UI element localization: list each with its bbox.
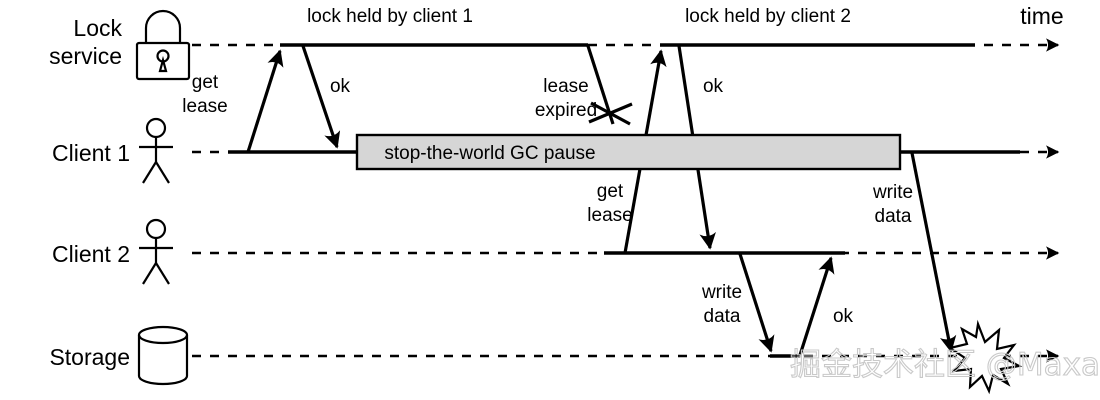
lane-label-client-2: Client 2 [52,241,130,267]
lane-label-lock-service-line2: service [49,43,122,69]
msg-label-lease-expired-line1: lease [543,76,588,97]
phase-label-client-1: lock held by client 1 [307,6,473,27]
msg-label-lease-expired-line2: expired [535,100,597,121]
gc-pause-box [355,133,902,171]
arrow-ok-to-client-1 [301,45,341,149]
stick-figure-icon-client-2 [139,218,173,285]
watermark-text: 掘金技术社区 @Maxatom [790,347,1100,383]
msg-label-get-lease-1-line1: get [192,72,219,93]
lane-lock-service: Lock service [49,9,1060,81]
msg-label-get-lease-2-line1: get [597,181,624,202]
stick-figure-icon-client-1 [139,117,173,184]
arrow-write-data-client-1 [910,152,957,353]
msg-label-ok-storage: ok [833,306,854,327]
lane-client-2: Client 2 [52,218,1060,285]
msg-label-write-data-c2-line1: write [701,282,742,303]
lane-storage: Storage [49,325,1060,386]
lane-label-client-1: Client 1 [52,140,130,166]
time-axis-label: time [1020,3,1063,29]
arrow-write-data-client-2 [738,253,775,353]
msg-label-get-lease-2-line2: lease [587,205,632,226]
database-cylinder-icon [137,325,189,386]
arrow-ok-storage-to-client-2 [798,256,835,356]
padlock-icon [135,9,191,81]
phase-label-client-2: lock held by client 2 [685,6,851,27]
blocked-cross-icon [588,101,633,126]
lane-label-storage: Storage [49,344,130,370]
msg-label-write-data-c2-line2: data [704,306,741,327]
arrow-get-lease-client-1 [246,49,284,153]
msg-label-ok-2: ok [703,76,724,97]
gc-pause-label: stop-the-world GC pause [384,143,595,164]
msg-label-write-data-c1-line2: data [875,206,912,227]
lane-label-lock-service-line1: Lock [73,15,122,41]
msg-label-write-data-c1-line1: write [872,182,913,203]
msg-label-ok-1: ok [330,76,351,97]
msg-label-get-lease-1-line2: lease [182,96,227,117]
explosion-burst-icon [947,319,1023,395]
